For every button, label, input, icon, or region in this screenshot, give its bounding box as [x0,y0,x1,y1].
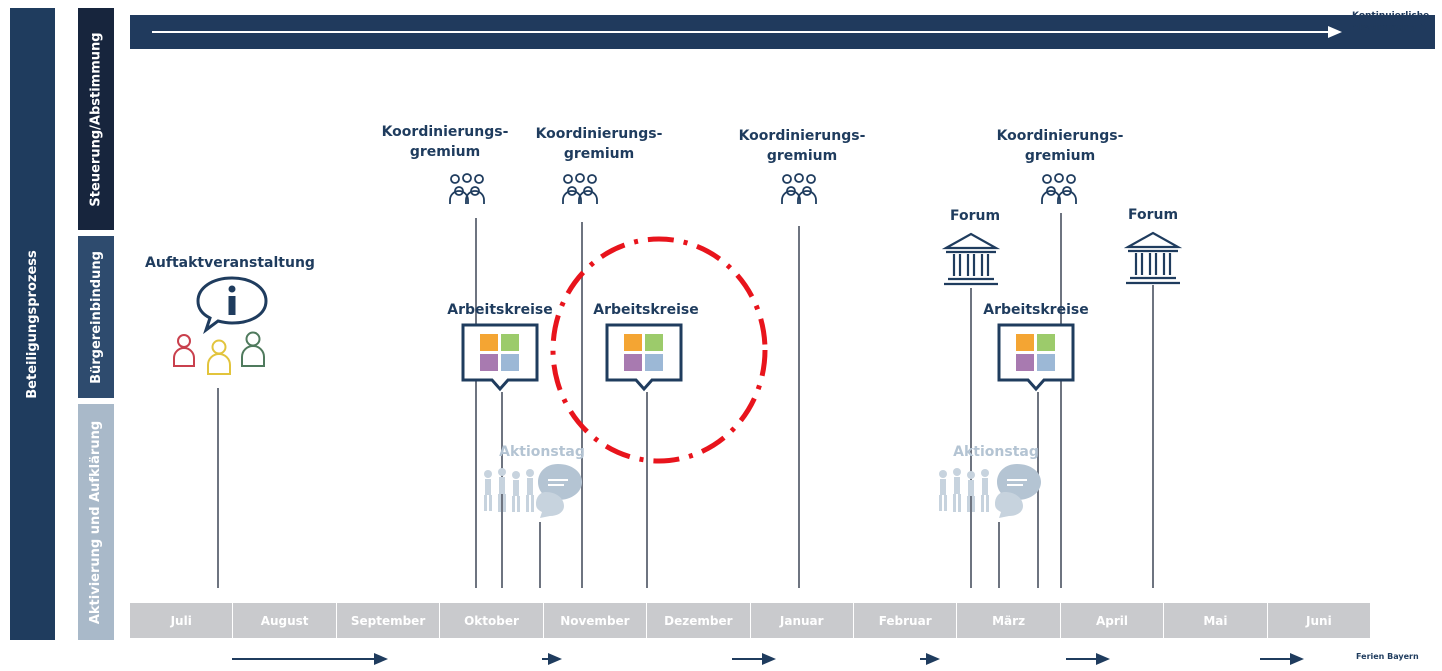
timeline-line [798,226,800,588]
month-august: August [233,603,337,638]
holiday-arrow-icon [232,653,388,665]
month-april: April [1060,603,1165,638]
speech-bubbles-icon [536,464,582,518]
month-februar: Februar [853,603,958,638]
month-november: November [543,603,648,638]
building-icon [942,232,1000,286]
timeline-line [970,288,972,588]
forum-label: Forum [1127,207,1179,223]
beteiligungsprozess-label: Beteiligungsprozess [25,249,40,399]
month-september: September [336,603,441,638]
people-group-icon [1041,173,1077,204]
ferien-bayern-note: Ferien Bayern [1356,652,1419,661]
arbeitskreise-label: Arbeitskreise [593,302,699,318]
arbeitskreise-label: Arbeitskreise [447,302,553,318]
month-dezember: Dezember [647,603,751,638]
buergereinbindung-bar: Bürgereinbindung [78,236,114,398]
board-icon [461,323,539,392]
timeline-line [646,392,648,588]
building-icon [1124,231,1182,285]
holiday-arrow-icon [920,653,940,665]
timeline-line [475,218,477,588]
timeline-line [581,222,583,588]
highlight-circle [550,236,768,464]
timeline-line [539,522,541,588]
kontinuierliche-abstimmung-band [130,15,1435,49]
aktionstag-label: Aktionstag [953,444,1039,460]
steuerung-label: Steuerung/Abstimmung [88,31,104,207]
timeline-line [1060,213,1062,588]
walking-crowd-icon [484,468,534,512]
board-icon [605,323,683,392]
aktivierung-label: Aktivierung und Aufklärung [88,420,104,624]
koordinierungsgremium-label: Koordinierungs- gremium [381,124,509,160]
holiday-arrow-icon [542,653,562,665]
walking-crowd-icon [939,468,989,512]
koordinierungsgremium-label: Koordinierungs- gremium [996,128,1124,164]
people-group-icon [562,173,598,204]
month-oktober: Oktober [440,603,544,638]
aktionstag-label: Aktionstag [499,444,585,460]
people-group-icon [781,173,817,204]
top-band-note: Kontinuierliche Abstimmung A [1352,11,1430,33]
timeline-line [217,388,219,588]
month-juni: Juni [1267,603,1371,638]
board-icon [997,323,1075,392]
info-bubble-icon [196,276,268,334]
arbeitskreise-label: Arbeitskreise [983,302,1089,318]
aktivierung-bar: Aktivierung und Aufklärung [78,404,114,640]
people-group-icon [449,173,485,204]
timeline-line [998,522,1000,588]
timeline-line [1152,285,1154,588]
speech-bubbles-icon [995,464,1041,518]
holiday-arrow-icon [732,653,776,665]
person-icon [241,331,265,367]
top-arrow-icon [152,26,1342,38]
month-januar: Januar [750,603,854,638]
koordinierungsgremium-label: Koordinierungs- gremium [535,126,663,162]
steuerung-bar: Steuerung/Abstimmung [78,8,114,230]
holiday-arrow-icon [1066,653,1110,665]
beteiligungsprozess-bar: Beteiligungsprozess [10,8,55,640]
person-icon [173,334,195,367]
month-timeline: Juli August September Oktober November D… [130,603,1371,638]
buergereinbindung-label: Bürgereinbindung [88,250,104,384]
holiday-arrow-icon [1260,653,1304,665]
month-juli: Juli [130,603,234,638]
auftaktveranstaltung-label: Auftaktveranstaltung [145,255,315,271]
person-icon [207,339,231,375]
forum-label: Forum [949,208,1001,224]
month-mai: Mai [1164,603,1268,638]
koordinierungsgremium-label: Koordinierungs- gremium [738,128,866,164]
month-maerz: März [957,603,1061,638]
